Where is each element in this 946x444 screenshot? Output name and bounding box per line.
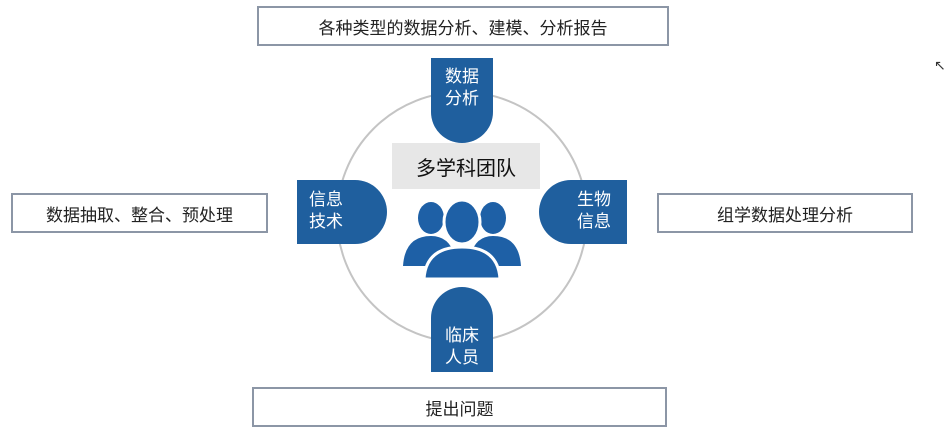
petal-top-line2: 分析 xyxy=(445,89,479,109)
mouse-cursor-icon: ↖ xyxy=(934,58,946,74)
petal-top xyxy=(431,58,493,143)
petal-right-label: 生物 信息 xyxy=(562,189,626,233)
box-bottom-question: 提出问题 xyxy=(252,387,667,427)
petal-right-line1: 生物 xyxy=(577,190,611,210)
box-right-omics: 组学数据处理分析 xyxy=(657,193,913,233)
people-group-icon xyxy=(403,198,521,281)
box-left-etl: 数据抽取、整合、预处理 xyxy=(11,193,268,233)
petal-left-line2: 技术 xyxy=(309,212,343,232)
petal-left xyxy=(297,180,387,244)
petal-left-line1: 信息 xyxy=(309,190,343,210)
petal-right-line2: 信息 xyxy=(577,212,611,232)
box-top-analysis: 各种类型的数据分析、建模、分析报告 xyxy=(257,6,669,46)
petal-top-line1: 数据 xyxy=(445,67,479,87)
petal-bottom-line2: 人员 xyxy=(445,348,479,368)
center-title: 多学科团队 xyxy=(392,143,540,189)
petal-bottom-line1: 临床 xyxy=(445,326,479,346)
petal-left-label: 信息 技术 xyxy=(294,189,358,233)
petal-bottom-label: 临床 人员 xyxy=(430,325,494,369)
petal-right xyxy=(539,180,627,244)
petal-bottom xyxy=(431,287,493,372)
petal-top-label: 数据 分析 xyxy=(430,66,494,110)
